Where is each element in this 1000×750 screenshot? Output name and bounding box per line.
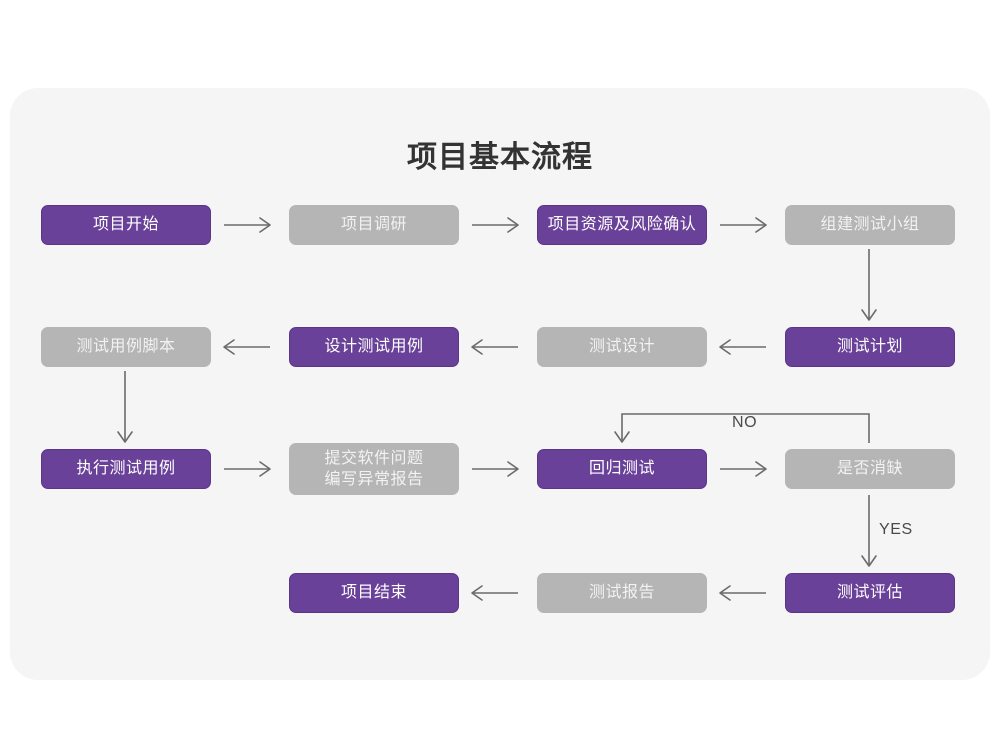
node-test-plan[interactable]: 测试计划: [785, 327, 955, 367]
page-title: 项目基本流程: [407, 141, 593, 174]
node-regression-test[interactable]: 回归测试: [537, 449, 707, 489]
node-design-test-cases[interactable]: 设计测试用例: [289, 327, 459, 367]
node-execute-test-cases[interactable]: 执行测试用例: [41, 449, 211, 489]
node-project-start[interactable]: 项目开始: [41, 205, 211, 245]
node-project-end[interactable]: 项目结束: [289, 573, 459, 613]
edge-label-yes: YES: [879, 521, 913, 538]
node-test-evaluation[interactable]: 测试评估: [785, 573, 955, 613]
node-project-research[interactable]: 项目调研: [289, 205, 459, 245]
node-test-case-script[interactable]: 测试用例脚本: [41, 327, 211, 367]
node-submit-defects-report[interactable]: 提交软件问题 编写异常报告: [289, 443, 459, 495]
node-form-test-team[interactable]: 组建测试小组: [785, 205, 955, 245]
node-test-design[interactable]: 测试设计: [537, 327, 707, 367]
node-defects-cleared[interactable]: 是否消缺: [785, 449, 955, 489]
node-test-report[interactable]: 测试报告: [537, 573, 707, 613]
edge-label-no: NO: [732, 414, 758, 431]
node-resource-risk-confirm[interactable]: 项目资源及风险确认: [537, 205, 707, 245]
